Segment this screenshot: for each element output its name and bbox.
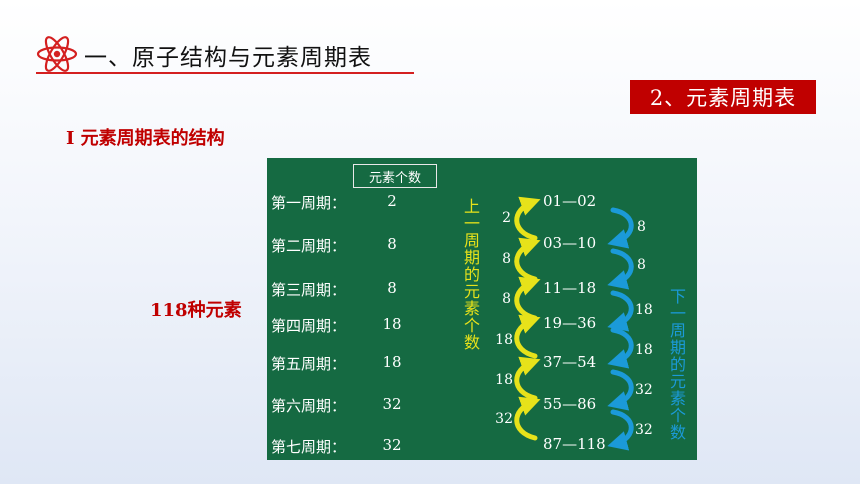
prev-count-number: 32 xyxy=(495,411,513,427)
next-period-caption: 下一周期的元素个数 xyxy=(670,287,687,442)
next-count-number: 8 xyxy=(637,219,646,235)
next-count-number: 18 xyxy=(635,342,653,358)
yellow-arrow-icon xyxy=(514,356,541,401)
prev-count-number: 2 xyxy=(502,210,511,226)
section-tag: 2、元素周期表 xyxy=(630,80,816,114)
next-count-number: 32 xyxy=(635,422,653,438)
blue-arrow-icon xyxy=(607,207,634,249)
atomic-number-range: 87—118 xyxy=(543,435,606,453)
period-count: 8 xyxy=(387,235,397,253)
yellow-arrow-icon xyxy=(514,237,541,282)
period-label: 第七周期： xyxy=(271,438,347,456)
period-count: 18 xyxy=(382,315,402,333)
yellow-arrow-icon xyxy=(514,396,541,441)
period-count: 8 xyxy=(387,279,397,297)
period-count: 32 xyxy=(382,395,402,413)
blue-arrow-icon xyxy=(607,290,634,332)
period-count: 32 xyxy=(382,436,402,454)
atomic-number-range: 01—02 xyxy=(543,192,597,210)
blue-arrow-icon xyxy=(607,409,634,451)
blue-arrow-icon xyxy=(607,369,634,411)
prev-count-number: 8 xyxy=(502,291,511,307)
count-column-header: 元素个数 xyxy=(353,164,437,188)
prev-count-number: 8 xyxy=(502,251,511,267)
period-label: 第五周期： xyxy=(271,355,347,373)
yellow-arrow-icon xyxy=(514,196,541,241)
atomic-number-range: 37—54 xyxy=(543,353,597,371)
next-count-number: 18 xyxy=(635,302,653,318)
period-label: 第四周期： xyxy=(271,317,347,335)
yellow-arrow-icon xyxy=(514,276,541,321)
periodic-structure-board: 元素个数 第一周期： 第二周期： 第三周期： 第四周期： 第五周期： 第六周期：… xyxy=(267,158,697,460)
next-count-number: 8 xyxy=(637,257,646,273)
prev-period-caption: 上一周期的元素个数 xyxy=(464,197,481,352)
atom-icon xyxy=(36,36,78,72)
yellow-arrow-icon xyxy=(514,314,541,359)
atomic-number-range: 19—36 xyxy=(543,314,597,332)
section-subtitle: I 元素周期表的结构 xyxy=(66,128,225,149)
atomic-number-range: 11—18 xyxy=(543,279,597,297)
prev-count-number: 18 xyxy=(495,372,513,388)
element-total-label: 118种元素 xyxy=(150,300,242,321)
period-label: 第三周期： xyxy=(271,281,347,299)
next-count-number: 32 xyxy=(635,382,653,398)
blue-arrow-icon xyxy=(607,327,634,369)
prev-count-number: 18 xyxy=(495,332,513,348)
period-count: 2 xyxy=(387,192,397,210)
atomic-number-range: 55—86 xyxy=(543,395,597,413)
period-label: 第二周期： xyxy=(271,237,347,255)
atomic-number-range: 03—10 xyxy=(543,234,597,252)
period-label: 第六周期： xyxy=(271,397,347,415)
title-underline xyxy=(36,72,414,74)
period-count: 18 xyxy=(382,353,402,371)
period-label: 第一周期： xyxy=(271,194,347,212)
blue-arrow-icon xyxy=(607,248,634,290)
page-title: 一、原子结构与元素周期表 xyxy=(84,45,372,71)
